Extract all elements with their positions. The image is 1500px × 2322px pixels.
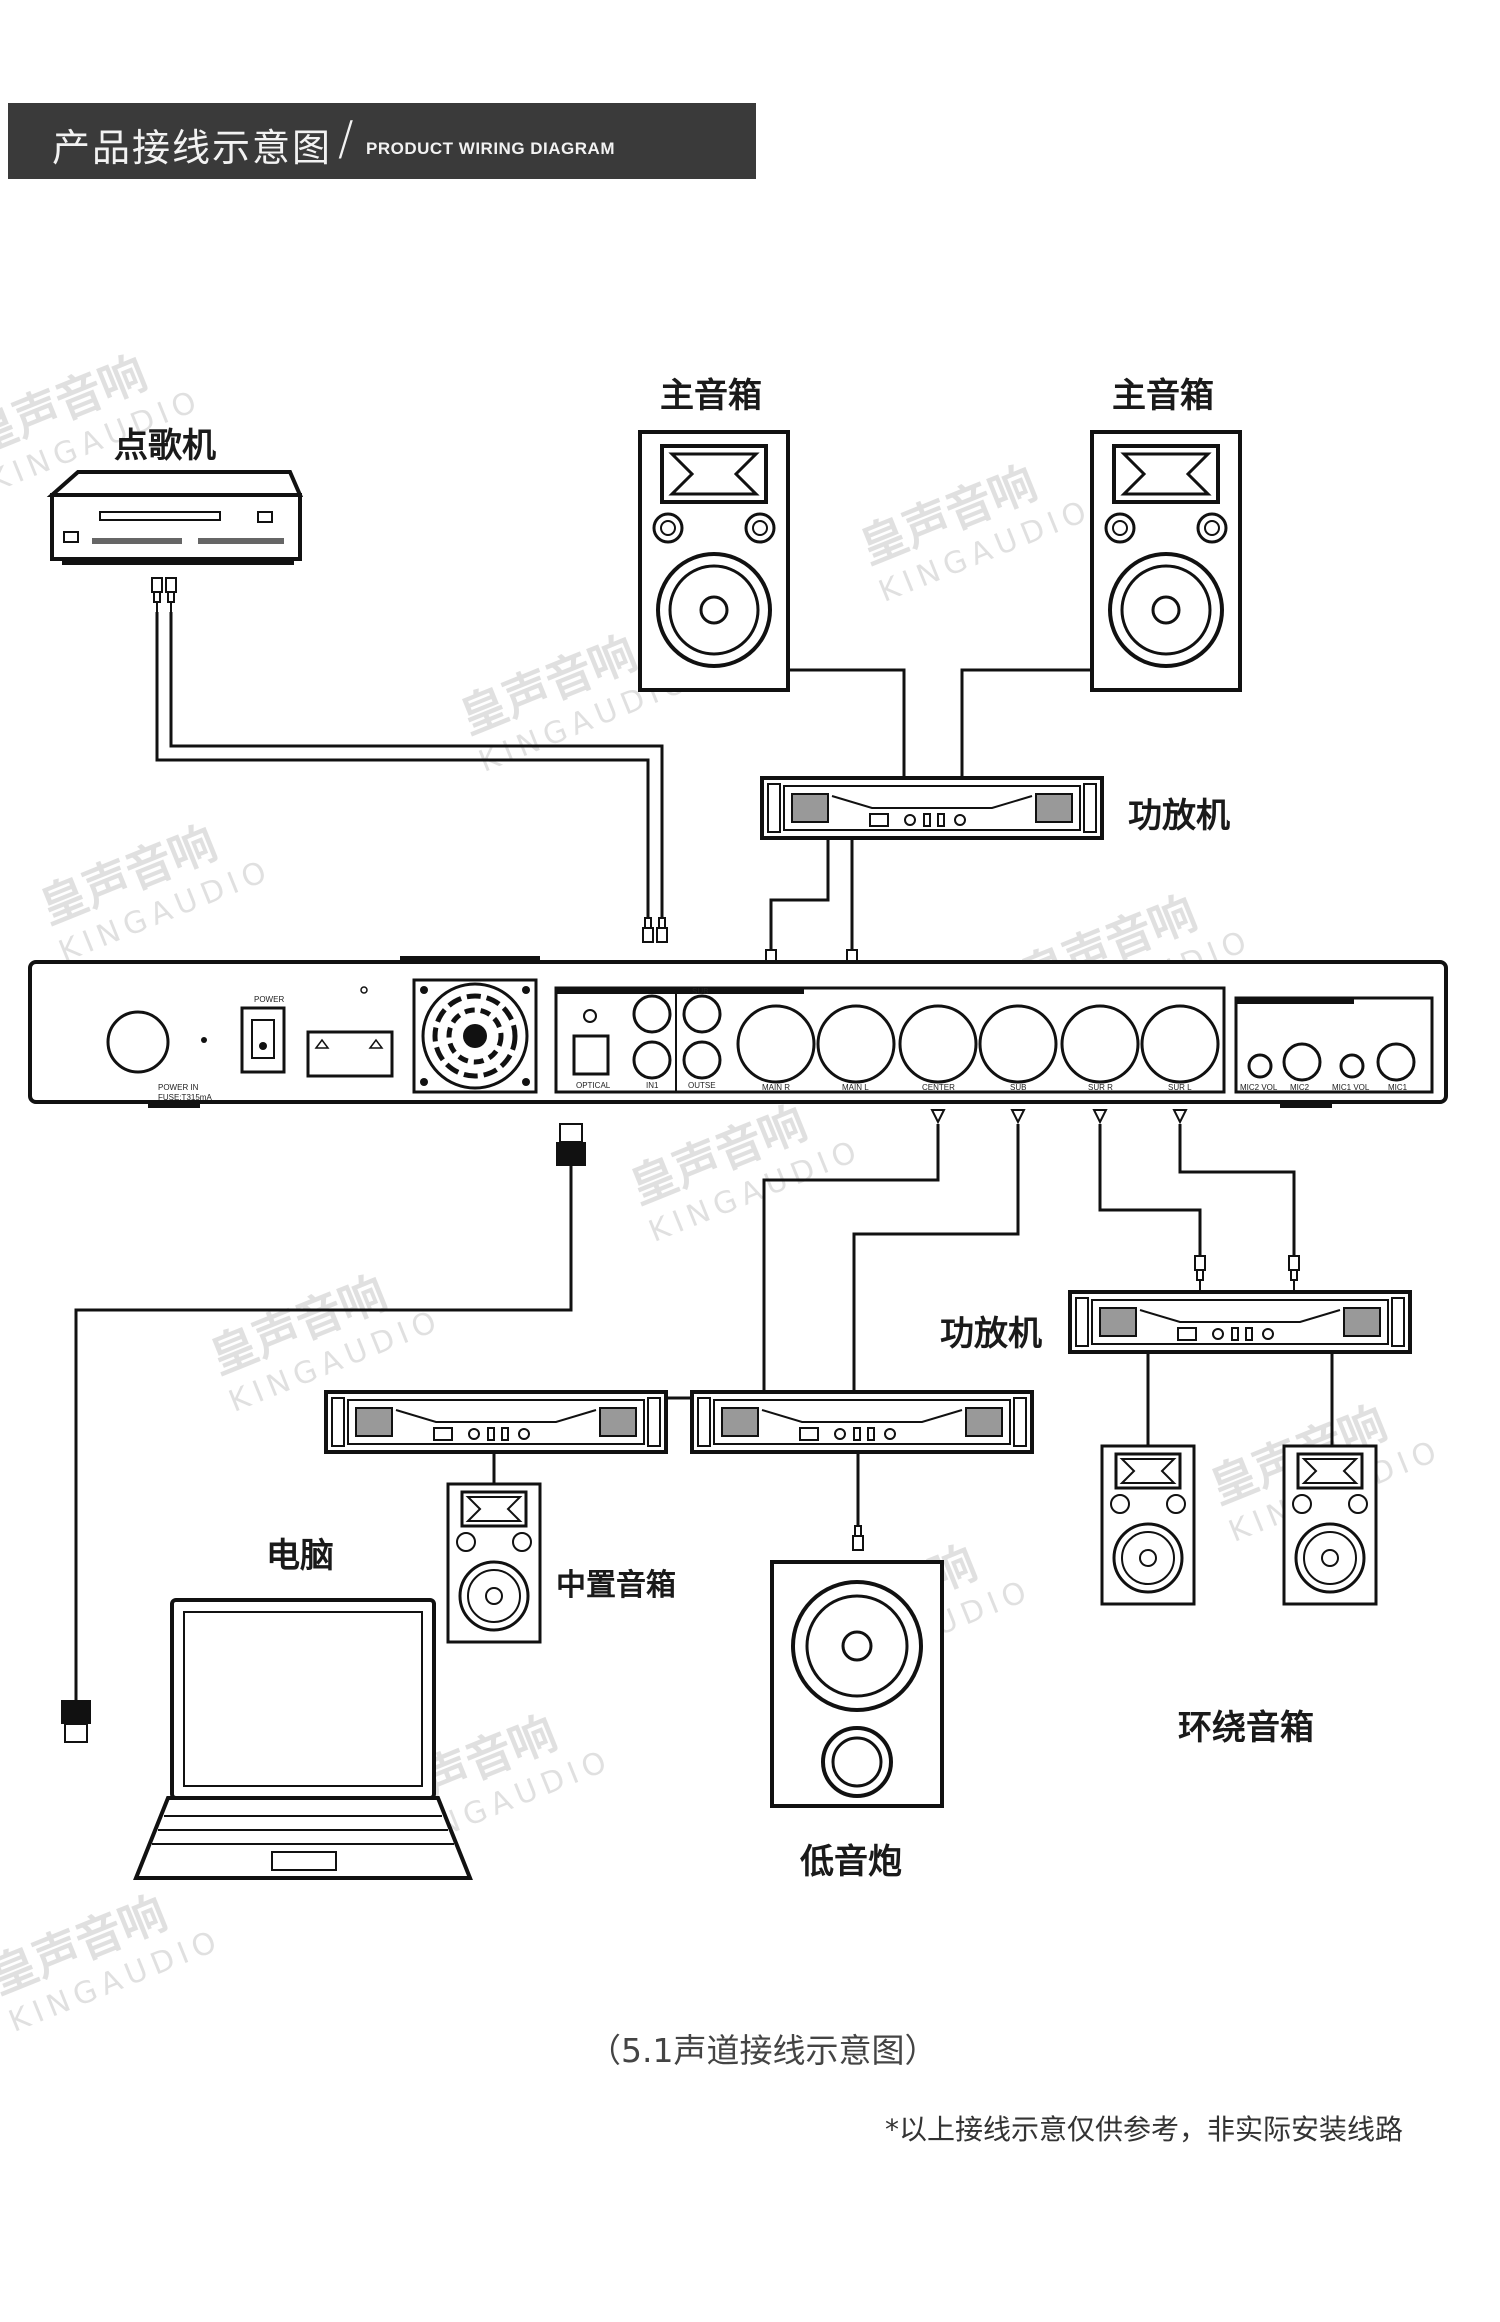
- main-speaker-right-label: 主音箱: [1112, 376, 1214, 416]
- cable-main-speakers: [788, 668, 1092, 778]
- header-title-en: PRODUCT WIRING DIAGRAM: [366, 139, 615, 158]
- port-label: IN1: [646, 1081, 659, 1090]
- header-bar: 产品接线示意图 / PRODUCT WIRING DIAGRAM: [8, 103, 756, 179]
- port-label: CENTER: [922, 1083, 955, 1092]
- port-label: SUB: [692, 987, 708, 996]
- surround-speaker-right: [1282, 1444, 1378, 1606]
- port-label: OPTICAL: [576, 1081, 611, 1090]
- output-plugs: [930, 1109, 1188, 1125]
- main-speaker-right: [1090, 430, 1242, 692]
- cable-amp-top-to-unit: [769, 838, 854, 950]
- computer-label: 电脑: [266, 1536, 334, 1576]
- port-label: SUR R: [1088, 1083, 1113, 1092]
- main-speaker-left-label: 主音箱: [660, 376, 762, 416]
- ktv-player-label: 点歌机: [114, 426, 216, 466]
- port-label: SUR L: [1168, 1083, 1192, 1092]
- header-title-zh: 产品接线示意图: [52, 126, 333, 170]
- subwoofer-device: [770, 1560, 944, 1808]
- power-in-label: POWER IN: [158, 1083, 199, 1092]
- main-unit-rear-panel: POWER POWER IN FUSE:T315mA OPTICAL IN1 S…: [28, 956, 1448, 1108]
- port-label: OUTSE: [688, 1081, 716, 1090]
- port-label: MIC1: [1388, 1083, 1408, 1092]
- cable-surround: [1146, 1352, 1334, 1446]
- amp-sub: [690, 1390, 1034, 1454]
- port-label: MIC2 VOL: [1240, 1083, 1278, 1092]
- disclaimer-note: *以上接线示意仅供参考，非实际安装线路: [885, 2113, 1404, 2146]
- usb-cable: [61, 1123, 586, 1743]
- diagram-caption: （5.1声道接线示意图）: [588, 2031, 938, 2070]
- main-speaker-left: [638, 430, 790, 692]
- subwoofer-label: 低音炮: [800, 1842, 902, 1882]
- amp-top-label: 功放机: [1128, 796, 1230, 836]
- amp-right-label: 功放机: [940, 1314, 1042, 1354]
- power-label: POWER: [254, 995, 284, 1004]
- port-label: MAIN L: [842, 1083, 869, 1092]
- amp-top: [760, 776, 1104, 840]
- amp-right: [1068, 1290, 1412, 1354]
- port-label: MIC2: [1290, 1083, 1310, 1092]
- port-label: MAIN R: [762, 1083, 790, 1092]
- center-speaker-label: 中置音箱: [556, 1568, 676, 1603]
- amp-center: [324, 1390, 668, 1454]
- port-label: MIC1 VOL: [1332, 1083, 1370, 1092]
- cable-ktv-to-unit: [150, 576, 664, 918]
- center-speaker: [446, 1482, 542, 1644]
- surround-speaker-left: [1100, 1444, 1196, 1606]
- ktv-player-device: [46, 470, 304, 565]
- port-label: SUB: [1010, 1083, 1026, 1092]
- cable-outputs: [492, 1124, 1296, 1428]
- surround-speakers-label: 环绕音箱: [1178, 1708, 1314, 1748]
- fuse-label: FUSE:T315mA: [158, 1093, 212, 1102]
- laptop-device: [133, 1598, 473, 1880]
- header-separator: /: [338, 111, 354, 165]
